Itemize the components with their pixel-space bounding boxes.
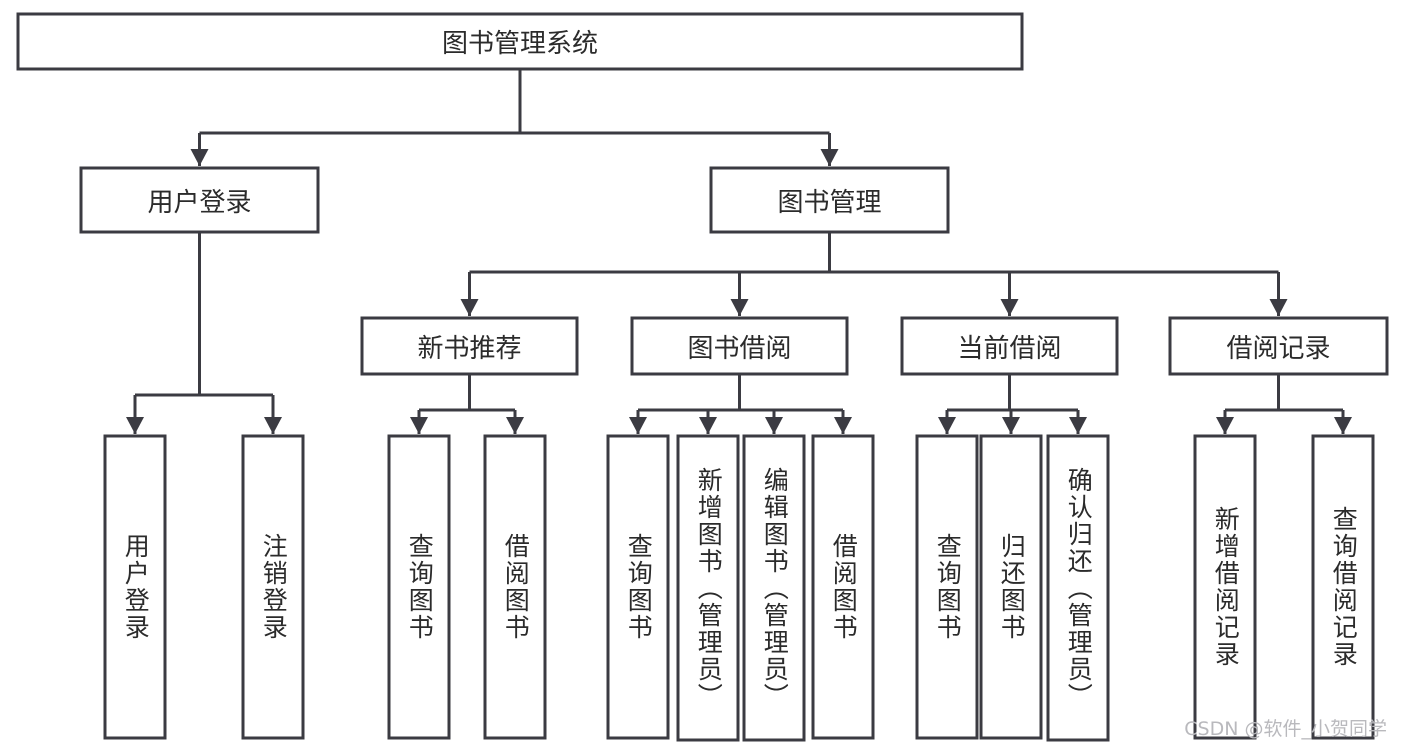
arrow-head-icon <box>1334 417 1352 434</box>
node-box-current-borrow[interactable] <box>900 316 1119 376</box>
arrow-head-icon <box>1069 417 1087 434</box>
node-box-query-borrow-record[interactable] <box>1311 434 1375 740</box>
node-box-query-book-2[interactable] <box>606 434 670 740</box>
node-box-query-book-3[interactable] <box>915 434 979 740</box>
arrow-head-icon <box>410 417 428 434</box>
arrow-head-icon <box>1000 299 1019 316</box>
node-box-add-borrow-record[interactable] <box>1193 434 1257 740</box>
node-box-add-book-admin[interactable] <box>676 434 740 742</box>
node-box-return-book[interactable] <box>979 434 1043 740</box>
arrow-head-icon <box>730 299 749 316</box>
arrow-head-icon <box>629 417 647 434</box>
arrow-head-icon <box>190 149 209 166</box>
arrow-head-icon <box>506 417 524 434</box>
arrow-head-icon <box>938 417 956 434</box>
arrow-head-icon <box>699 417 717 434</box>
arrow-head-icon <box>765 417 783 434</box>
node-box-borrow-record[interactable] <box>1168 316 1389 376</box>
arrow-head-icon <box>834 417 852 434</box>
node-box-query-book-1[interactable] <box>387 434 451 740</box>
arrow-head-icon <box>1002 417 1020 434</box>
arrow-head-icon <box>264 417 282 434</box>
arrow-head-icon <box>820 149 839 166</box>
node-box-user-login-do[interactable] <box>103 434 167 740</box>
node-box-book-manage[interactable] <box>709 166 950 234</box>
node-box-book-borrow[interactable] <box>630 316 849 376</box>
node-box-confirm-return-admin[interactable] <box>1046 434 1110 742</box>
node-box-borrow-book-2[interactable] <box>811 434 875 740</box>
arrow-head-icon <box>126 417 144 434</box>
arrow-head-icon <box>1269 299 1288 316</box>
node-box-layer <box>16 12 1389 742</box>
node-box-user-logout[interactable] <box>241 434 305 740</box>
connector-layer <box>126 69 1352 434</box>
node-box-edit-book-admin[interactable] <box>742 434 806 742</box>
node-box-user-login[interactable] <box>79 166 320 234</box>
node-box-root[interactable] <box>16 12 1024 71</box>
node-box-new-book-recommend[interactable] <box>360 316 579 376</box>
node-box-borrow-book-1[interactable] <box>483 434 547 740</box>
arrow-head-icon <box>1216 417 1234 434</box>
arrow-head-icon <box>460 299 479 316</box>
